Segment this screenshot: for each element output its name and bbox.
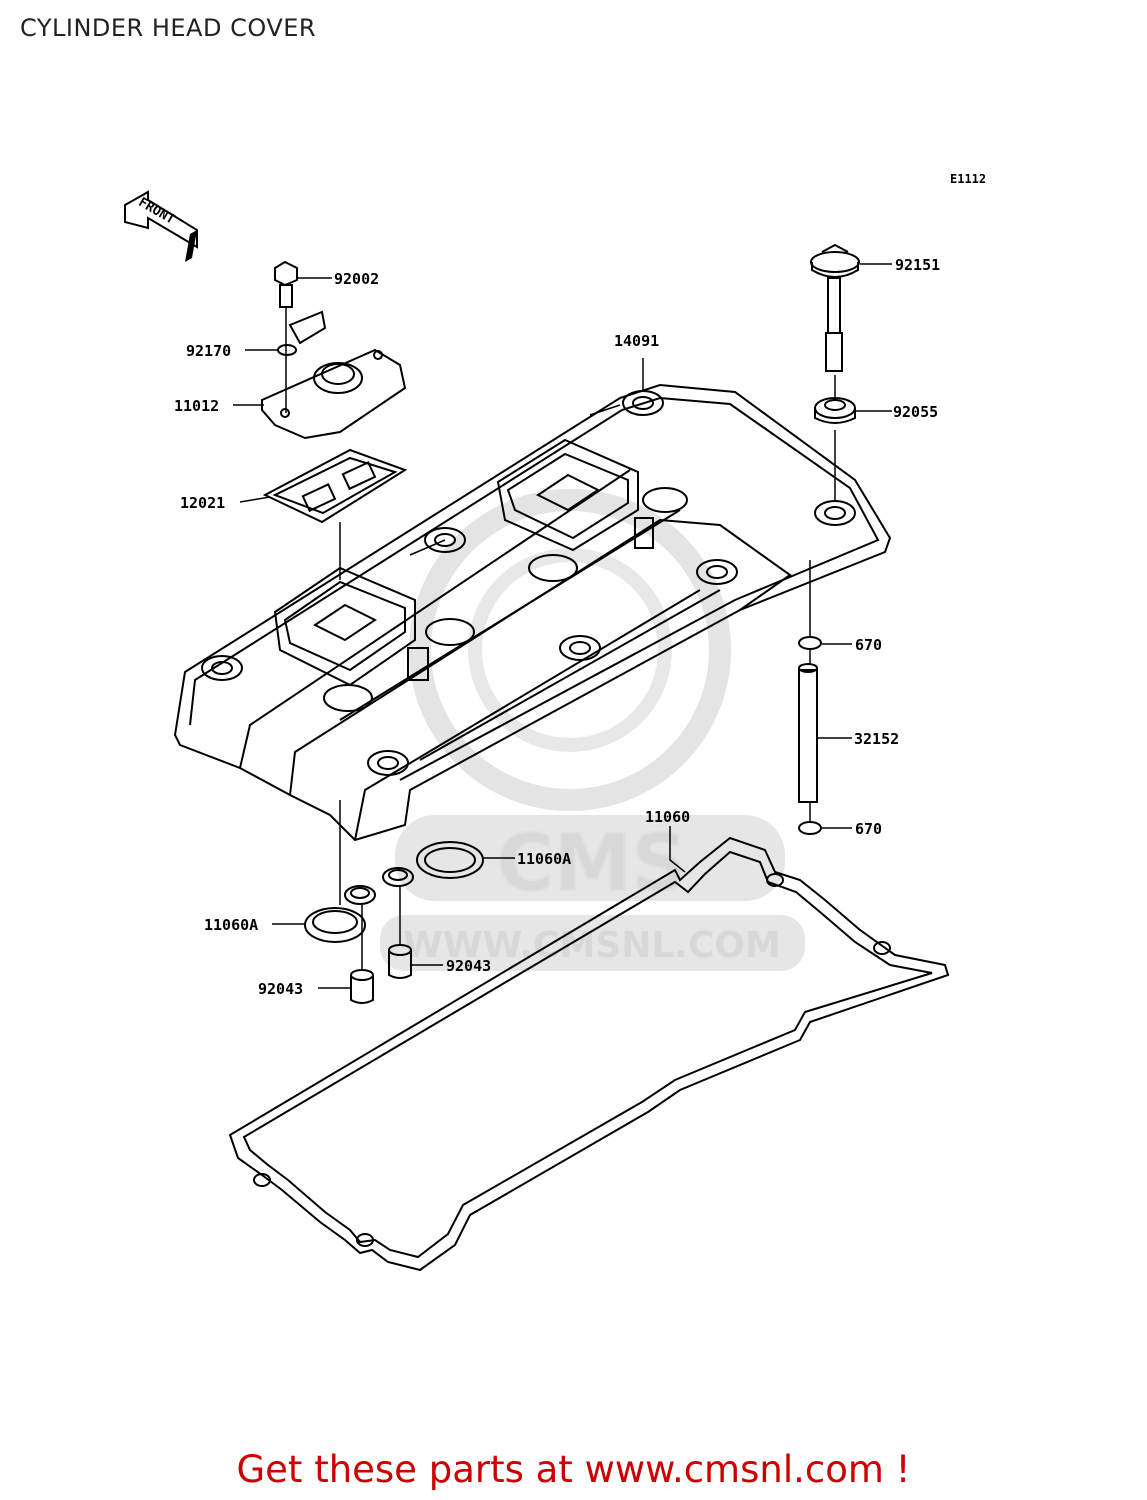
diagram-code: E1112: [950, 172, 987, 186]
assembly-guide-lines: [285, 307, 836, 970]
part-label-11060a-right: 11060A: [517, 850, 571, 868]
part-label-11012: 11012: [174, 397, 219, 415]
part-label-11060: 11060: [645, 808, 690, 826]
front-arrow-icon: FRONT: [124, 190, 198, 262]
pipe-32152: [798, 663, 818, 803]
part-label-32152: 32152: [854, 730, 899, 748]
part-label-12021: 12021: [180, 494, 225, 512]
head-cover-gasket: [228, 836, 950, 1272]
small-seal-left: [344, 885, 376, 905]
bolt-92151: [810, 243, 860, 372]
breather-cover: [261, 348, 407, 440]
leader-lines: [233, 263, 892, 989]
seal-11060a-right: [416, 841, 484, 879]
bolt-92002: [274, 260, 298, 308]
part-label-92055: 92055: [893, 403, 938, 421]
small-seal-right: [382, 867, 414, 887]
grommet-92055: [814, 397, 856, 424]
part-label-92002: 92002: [334, 270, 379, 288]
collar-92043-left: [350, 969, 374, 1004]
part-label-670-bottom: 670: [855, 820, 882, 838]
cylinder-head-cover: [173, 383, 892, 842]
part-label-92043-right: 92043: [446, 957, 491, 975]
watermark: CMS WWW.CMSNL.COM: [380, 489, 805, 971]
part-label-92170: 92170: [186, 342, 231, 360]
watermark-brand: CMS: [496, 819, 687, 909]
o-ring-670-top: [798, 636, 822, 650]
seal-11060a-left: [304, 907, 366, 943]
page-title: CYLINDER HEAD COVER: [20, 14, 317, 42]
breather-gasket: [262, 448, 408, 524]
o-ring-670-bottom: [798, 821, 822, 835]
footer-cta-link[interactable]: Get these parts at www.cmsnl.com !: [236, 1448, 911, 1491]
part-label-11060a-left: 11060A: [204, 916, 258, 934]
part-label-92043-left: 92043: [258, 980, 303, 998]
part-label-14091: 14091: [614, 332, 659, 350]
plate-92170: [277, 310, 327, 356]
part-label-670-top: 670: [855, 636, 882, 654]
part-label-92151: 92151: [895, 256, 940, 274]
